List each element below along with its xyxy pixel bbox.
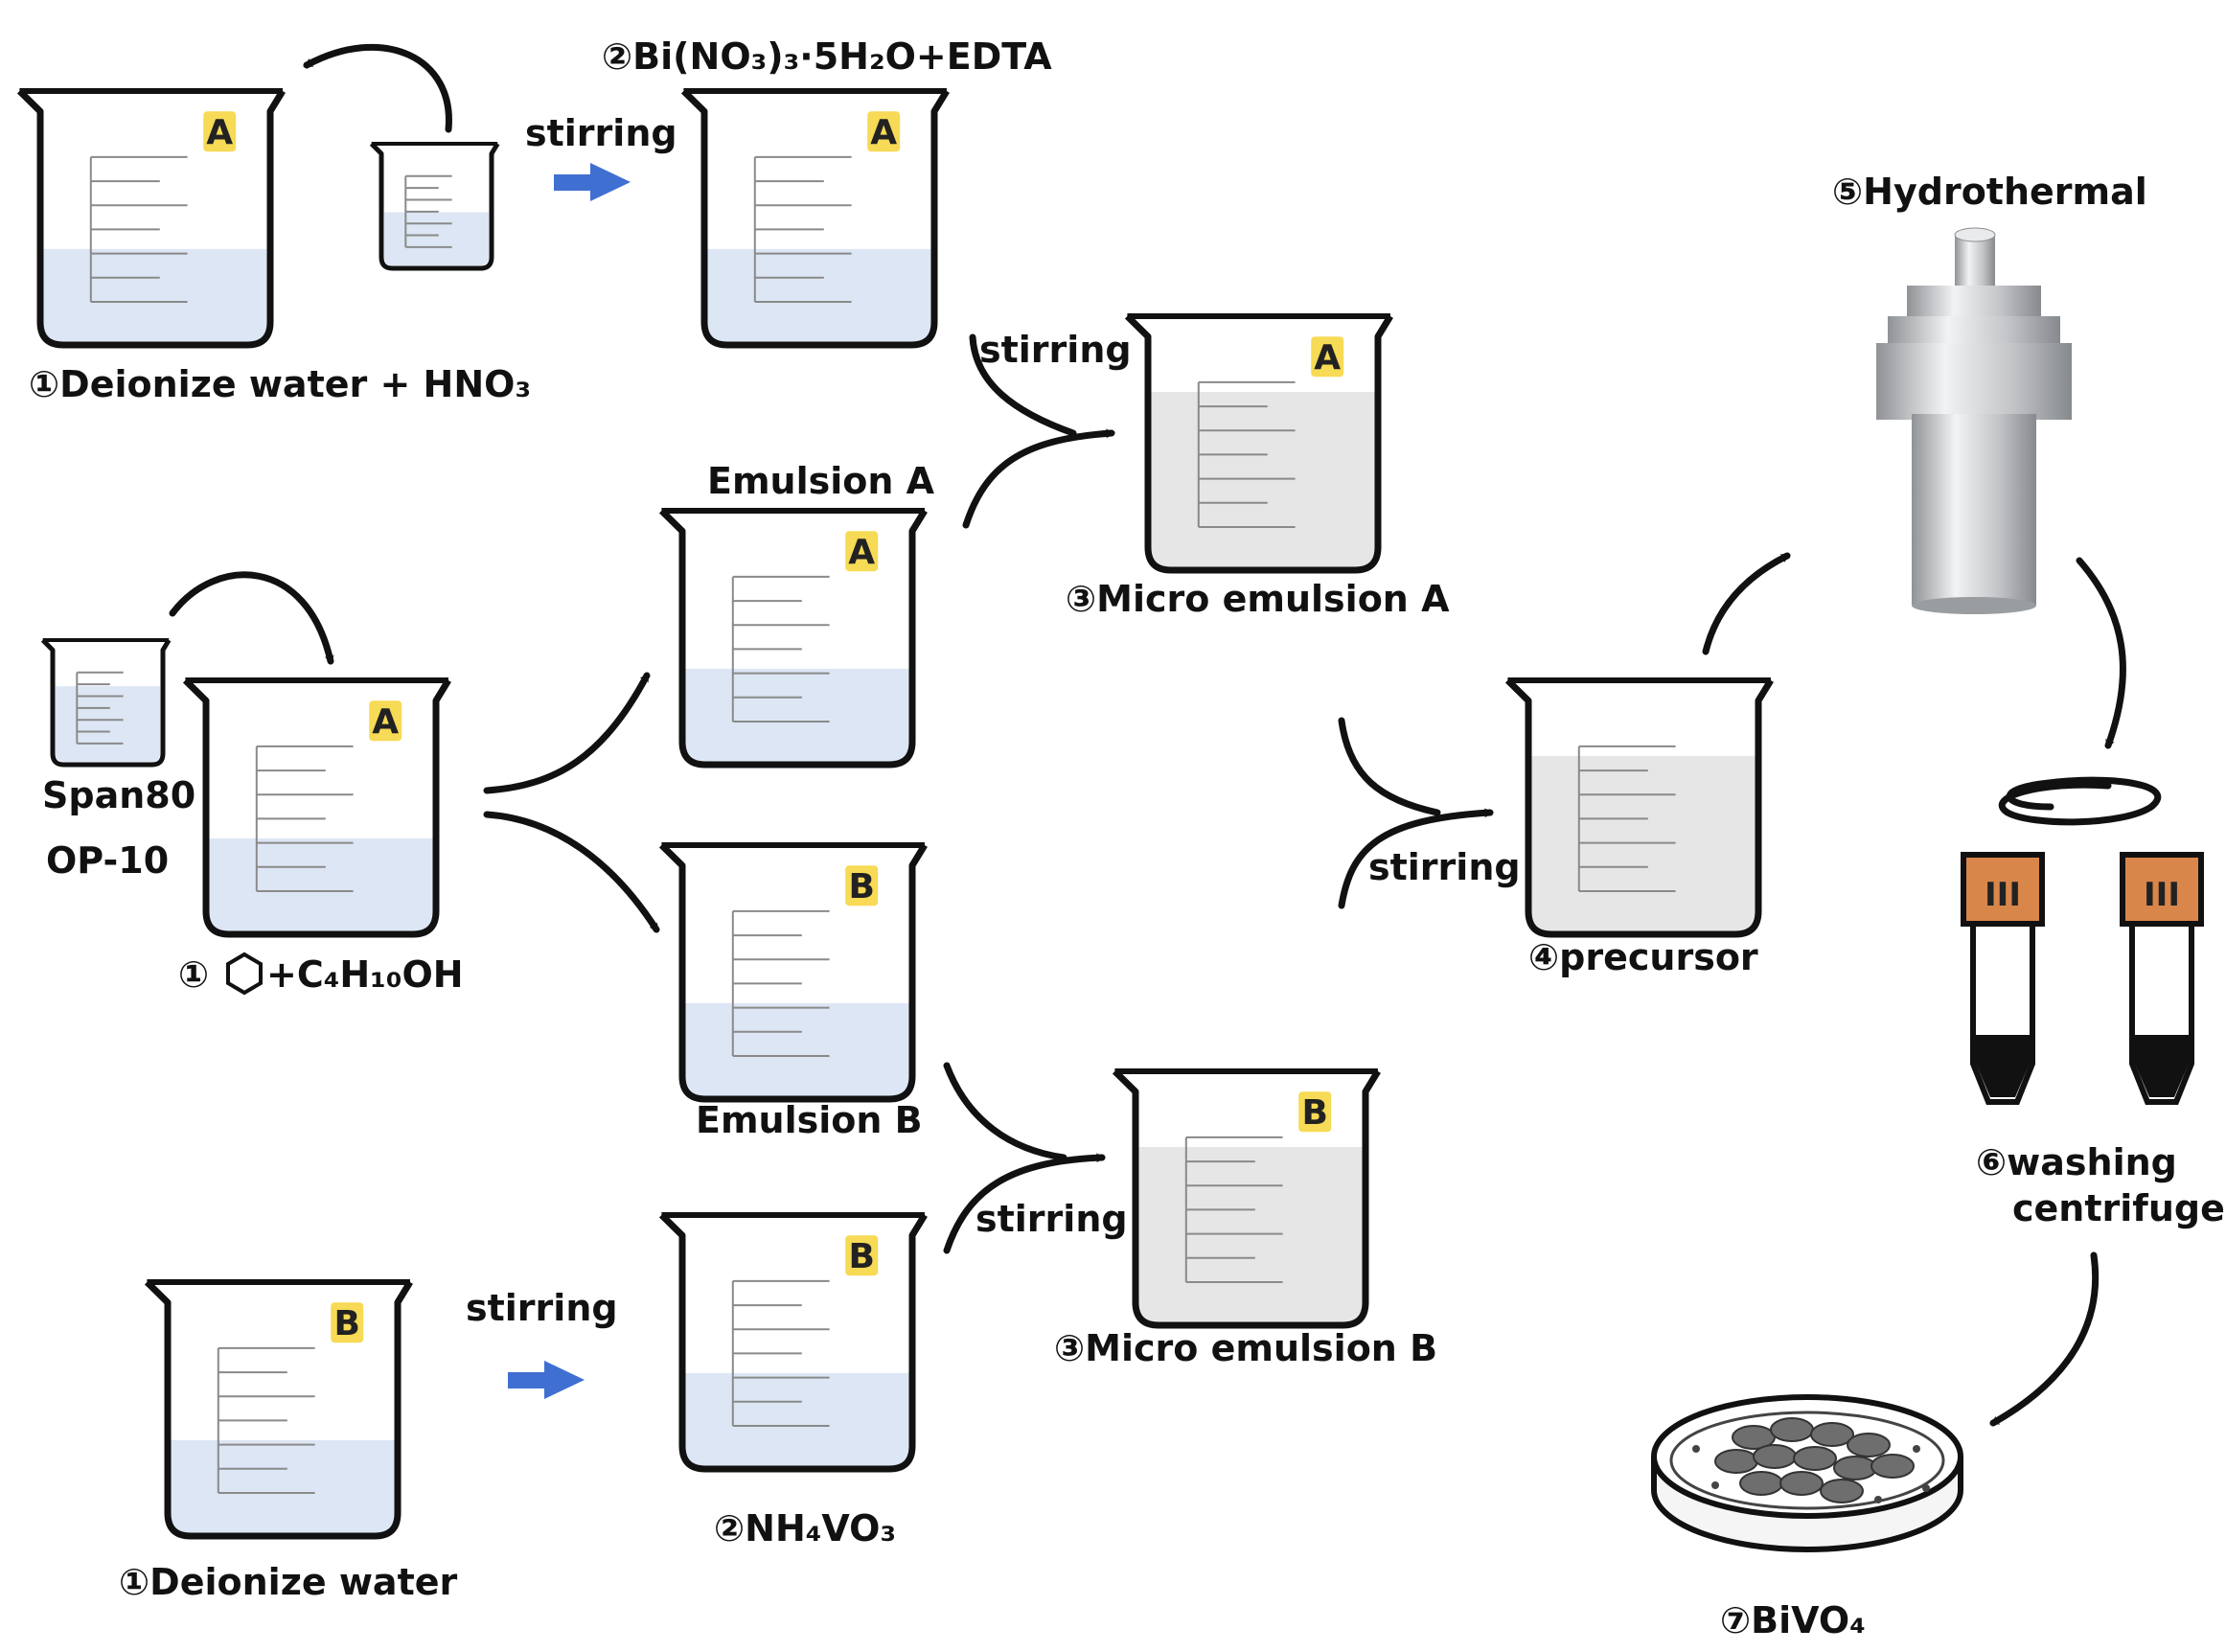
centrifuge-icon: III III	[1961, 776, 2204, 1105]
label-cyclohexane-prefix: ①	[178, 953, 209, 996]
tube-cap-marks: III	[1985, 876, 2021, 914]
label-washing: ⑥washing	[1976, 1141, 2177, 1183]
beaker-micro-emulsion-a: A	[1124, 313, 1393, 574]
tube-cap-marks: III	[2144, 876, 2180, 914]
label-emulsion-a: Emulsion A	[707, 460, 935, 502]
beaker-deionize-water: B	[144, 1279, 413, 1540]
beaker-oil-phase: A	[182, 677, 451, 938]
tag-badge	[845, 1235, 879, 1276]
tag-letter: B	[333, 1304, 359, 1343]
label-span80: Span80	[42, 774, 195, 816]
split-arrow-b	[483, 811, 660, 933]
beaker-small-oil	[40, 638, 172, 768]
pour-arrow-oil	[169, 571, 334, 665]
label-centrifuge: centrifuge	[2012, 1187, 2225, 1229]
petri-dish-icon	[1651, 1394, 1963, 1552]
beaker-precursor	[1504, 677, 1774, 938]
centrifuge-tube-right: III	[2120, 852, 2204, 1105]
tag-badge	[845, 865, 879, 906]
arrow-to-petri	[1989, 1251, 2100, 1427]
label-op10: OP-10	[46, 839, 169, 882]
beaker-emulsion-a: A	[658, 508, 928, 769]
hydrothermal-autoclave-icon	[1876, 227, 2072, 614]
blue-arrow-bottom	[508, 1361, 585, 1399]
tag-letter: B	[848, 1237, 874, 1276]
label-precursor: ④precursor	[1528, 936, 1758, 978]
merge-arrow-a-top	[969, 333, 1077, 437]
label-micro-emulsion-a: ③Micro emulsion A	[1066, 578, 1450, 620]
merge-arrow-precursor-top	[1338, 717, 1441, 816]
label-stirring-bottom: stirring	[466, 1287, 618, 1329]
tag-badge	[1298, 1091, 1332, 1133]
label-stirring-micro-a: stirring	[979, 329, 1132, 371]
label-bivo4: ⑦BiVO₄	[1720, 1599, 1866, 1641]
beaker-emulsion-b: B	[658, 842, 928, 1103]
label-bi-nitrate-edta: ②Bi(NO₃)₃·5H₂O+EDTA	[602, 35, 1052, 78]
tag-letter: A	[206, 113, 233, 152]
blue-arrow-top	[554, 163, 631, 201]
beaker-bi-nitrate: A	[680, 88, 950, 349]
tag-badge	[331, 1302, 364, 1343]
beaker-nh4vo3: B	[658, 1212, 928, 1473]
label-deionize-hno3: ①Deionize water + HNO₃	[29, 363, 531, 405]
label-hydrothermal: ⑤Hydrothermal	[1832, 171, 2147, 213]
merge-arrow-a-bottom	[962, 428, 1115, 529]
tag-letter: B	[1301, 1093, 1327, 1133]
label-stirring-micro-b: stirring	[975, 1198, 1128, 1240]
tag-badge	[203, 111, 237, 152]
tag-letter: A	[848, 533, 875, 572]
label-micro-emulsion-b: ③Micro emulsion B	[1054, 1327, 1437, 1369]
merge-arrow-b-top	[943, 1062, 1067, 1161]
centrifuge-tube-left: III	[1961, 852, 2045, 1105]
beaker-micro-emulsion-b: B	[1112, 1068, 1381, 1329]
hexagon-icon	[226, 952, 263, 996]
arrow-to-centrifuge	[2076, 557, 2126, 749]
tag-letter: A	[372, 702, 399, 742]
label-nh4vo3: ②NH₄VO₃	[714, 1507, 896, 1549]
beaker-small-top	[369, 142, 500, 271]
label-stirring-top: stirring	[525, 112, 677, 154]
tag-letter: B	[848, 867, 874, 906]
merge-arrow-precursor-bottom	[1338, 808, 1494, 909]
arrow-to-hydrothermal	[1702, 552, 1791, 655]
tag-badge	[867, 111, 901, 152]
tag-badge	[369, 700, 402, 742]
label-stirring-precursor: stirring	[1368, 846, 1521, 888]
split-arrow-a	[483, 672, 651, 794]
merge-arrow-b-bottom	[943, 1153, 1106, 1254]
label-deionize-water: ①Deionize water	[119, 1561, 458, 1603]
tag-letter: A	[1314, 338, 1341, 378]
label-cyclohexane-suffix: +C₄H₁₀OH	[266, 953, 464, 996]
label-emulsion-b: Emulsion B	[696, 1099, 923, 1141]
tag-letter: A	[870, 113, 897, 152]
tag-badge	[1311, 336, 1344, 378]
spin-swirl-icon	[1998, 776, 2162, 826]
pour-arrow-top	[303, 43, 452, 133]
beaker-deionize-hno3: A	[16, 88, 286, 349]
tag-badge	[845, 531, 879, 572]
